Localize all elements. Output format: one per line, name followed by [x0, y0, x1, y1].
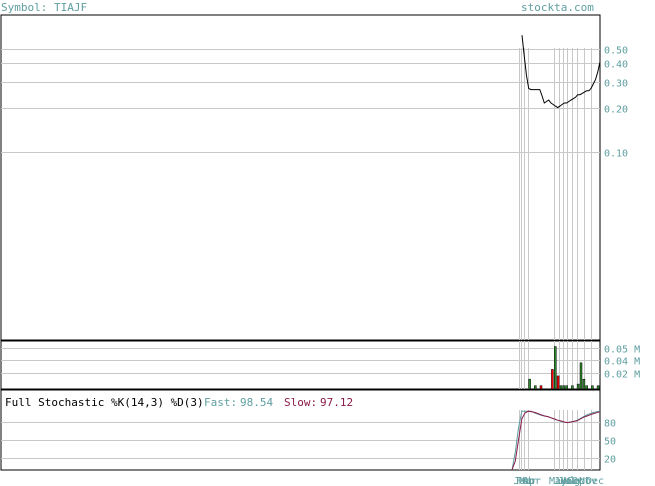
slow-label: Slow:	[284, 396, 317, 409]
price-tick-label: 0.50	[604, 46, 628, 57]
price-tick-label: 0.30	[604, 79, 628, 90]
volume-tick-label: 0.05 M	[604, 345, 640, 356]
volume-tick-label: 0.04 M	[604, 357, 640, 368]
x-tick-label: Nov	[579, 476, 597, 486]
x-tick-label: Sep	[567, 476, 585, 486]
volume-bar	[539, 385, 543, 390]
price-tick-label: 0.20	[604, 105, 628, 116]
symbol-label: Symbol: TIAJF	[1, 1, 87, 14]
price-tick-label: 0.40	[604, 60, 628, 71]
volume-tick-label: 0.02 M	[604, 370, 640, 381]
site-label: stockta.com	[521, 1, 594, 14]
volume-bar	[579, 362, 583, 390]
volume-bar	[559, 385, 563, 390]
x-tick-label: Mar	[519, 476, 537, 486]
volume-bar	[554, 346, 557, 390]
x-tick-label: Feb	[516, 476, 534, 486]
x-tick-label: May	[549, 476, 567, 486]
stochastic-tick-label: 80	[604, 419, 616, 430]
x-tick-label: Jul	[558, 476, 576, 486]
volume-bar	[582, 378, 586, 390]
slow-value: 97.12	[320, 396, 353, 409]
fast-value: 98.54	[240, 396, 273, 409]
volume-bar	[571, 385, 574, 390]
stochastic-tick-label: 50	[604, 437, 616, 448]
volume-bar	[596, 385, 600, 390]
stochastic-slow-line	[511, 410, 601, 471]
volume-frame	[0, 340, 601, 390]
volume-bar	[576, 383, 580, 390]
volume-bar	[591, 385, 594, 390]
fast-label: Fast:	[204, 396, 237, 409]
stochastic-panel	[511, 410, 601, 471]
stochastic-tick-label: 20	[604, 455, 616, 466]
price-line	[521, 35, 601, 109]
x-tick-label: Aug	[562, 476, 580, 486]
x-tick-label: Apr	[523, 476, 541, 486]
volume-bar	[551, 369, 554, 390]
volume-bar	[565, 385, 568, 390]
volume-bar	[528, 378, 531, 390]
volume-bar	[534, 385, 537, 390]
volume-bar	[562, 385, 566, 390]
price-frame	[0, 14, 601, 341]
x-tick-label: Jan	[514, 476, 532, 486]
x-tick-label: Jun	[554, 476, 572, 486]
stochastic-frame	[0, 389, 601, 471]
volume-bar	[556, 375, 560, 390]
volume-panel	[528, 346, 600, 390]
panel-frames	[0, 14, 601, 471]
price-panel	[521, 35, 601, 109]
x-tick-label: Dec	[586, 476, 604, 486]
price-tick-label: 0.10	[604, 149, 628, 160]
volume-bar	[585, 385, 588, 390]
x-tick-label: Oct	[572, 476, 590, 486]
stochastic-title: Full Stochastic %K(14,3) %D(3)	[5, 396, 204, 409]
